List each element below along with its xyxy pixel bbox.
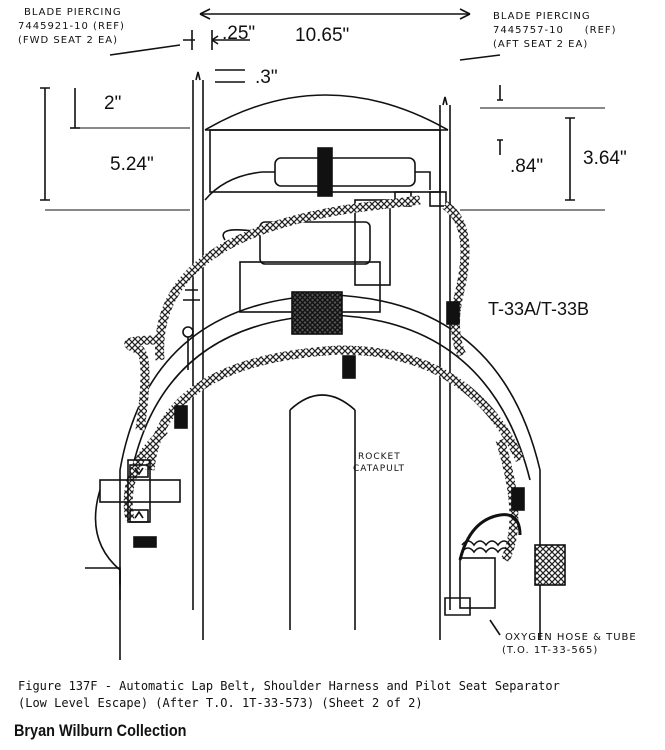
blade-piercing-fwd-part: 7445921-10 (REF) <box>18 21 125 32</box>
oxygen-hose <box>444 513 566 636</box>
dimension-2: 2" <box>104 93 122 114</box>
braided-hoses <box>123 195 525 563</box>
dimension-025: .25" <box>222 23 256 44</box>
collection-credit: Bryan Wilburn Collection <box>14 721 187 740</box>
figure-caption-line2: (Low Level Escape) (After T.O. 1T-33-573… <box>18 696 423 710</box>
blade-piercing-fwd-seat: (FWD SEAT 2 EA) <box>18 35 119 46</box>
blade-piercing-aft-seat: (AFT SEAT 2 EA) <box>493 39 589 50</box>
dimension-03: .3" <box>255 67 278 88</box>
figure-caption-line1: Figure 137F - Automatic Lap Belt, Should… <box>18 679 560 693</box>
rocket-label: ROCKET <box>358 452 401 462</box>
dimension-lines <box>40 8 605 211</box>
dimension-1065: 10.65" <box>295 25 350 46</box>
blade-piercing-aft-title: BLADE PIERCING <box>493 11 591 22</box>
catapult-label: CATAPULT <box>353 464 405 474</box>
blade-piercing-aft-part: 7445757-10 (REF) <box>493 25 617 36</box>
clamps <box>133 301 525 548</box>
blade-piercing-fwd-title: BLADE PIERCING <box>24 7 122 18</box>
dimension-084: .84" <box>510 156 544 177</box>
dimension-524: 5.24" <box>110 154 154 175</box>
oxygen-hose-label: OXYGEN HOSE & TUBE <box>505 632 637 643</box>
model-label: T-33A/T-33B <box>488 299 590 319</box>
separator-mechanism <box>182 147 447 370</box>
dimension-364: 3.64" <box>583 148 627 169</box>
oxygen-hose-ref: (T.O. 1T-33-565) <box>502 645 599 656</box>
manifold <box>85 459 181 600</box>
